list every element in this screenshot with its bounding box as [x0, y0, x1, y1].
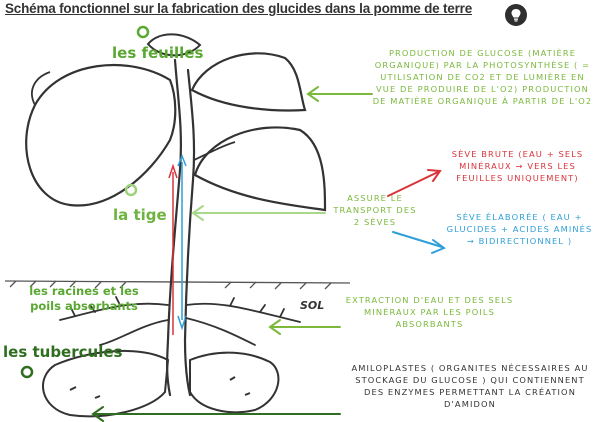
arrow-seve-elaboree: [392, 231, 447, 254]
page-title: Schéma fonctionnel sur la fabrication de…: [5, 1, 473, 16]
roots: [59, 296, 301, 346]
arrow-extraction: [268, 319, 341, 335]
stem: [166, 58, 196, 397]
arrow-seve-brute: [387, 169, 442, 197]
leaf-right-middle: [193, 126, 327, 212]
leaf-left-large: [25, 63, 177, 207]
note-seve-elaboree: SÈVE ÉLABORÉE ( EAU + GLUCIDES + ACIDES …: [446, 212, 593, 246]
arrow-transport: [191, 205, 326, 221]
label-tige: la tige: [113, 206, 167, 224]
note-photosynthese: PRODUCTION DE GLUCOSE (MATIÈRE ORGANIQUE…: [372, 48, 593, 106]
annotation-arrows: [91, 86, 447, 422]
note-transport: ASSURE LE TRANSPORT DES 2 SÈVES: [333, 193, 417, 227]
ground-line: [4, 280, 351, 290]
tubers: [42, 350, 280, 418]
leaf-right-top: [190, 52, 307, 112]
label-racines: les racines et les poils absorbants: [29, 284, 139, 313]
leaf-right-stalk: [193, 141, 236, 161]
note-amiloplastes: AMILOPLASTES ( ORGANITES NÉCESSAIRES AU …: [351, 363, 589, 409]
label-sol: SOL: [300, 299, 325, 312]
note-seve-brute: SÈVE BRUTE (EAU + SELS MINÉRAUX → VERS L…: [451, 149, 584, 183]
leaf-left-small: [31, 71, 51, 106]
leaf-top-bud: [146, 33, 202, 57]
help-button[interactable]: [505, 4, 527, 26]
label-bullets: [20, 25, 150, 379]
arrow-photosynthese: [306, 86, 373, 102]
note-extraction: EXTRACTION D'EAU ET DES SELS MINÉRAUX PA…: [345, 295, 514, 329]
lightbulb-icon: [511, 9, 521, 22]
sap-arrows: [168, 153, 187, 335]
label-tubercules: les tubercules: [3, 343, 123, 361]
arrow-amiloplastes: [91, 406, 341, 422]
label-feuilles: les feuilles: [112, 44, 204, 62]
